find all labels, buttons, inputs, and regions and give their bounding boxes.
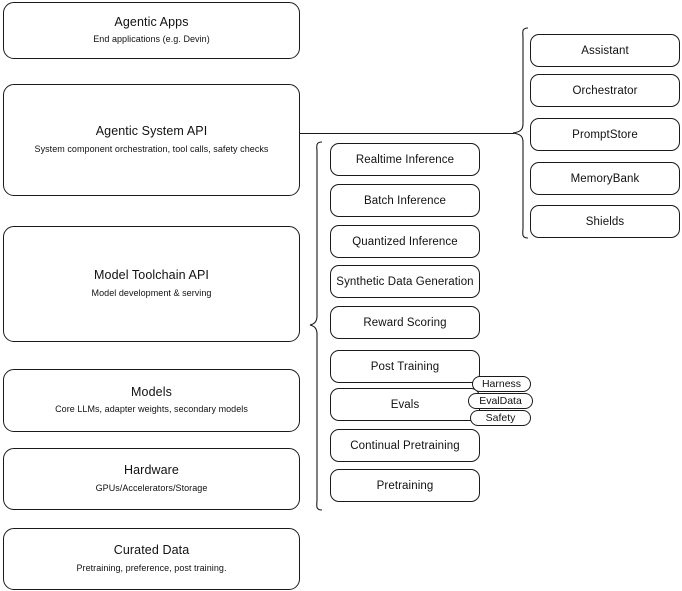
system-component-box[interactable]: Orchestrator [530,74,680,107]
toolchain-component-box[interactable]: Quantized Inference [330,225,480,258]
stack-layer-subtitle: Pretraining, preference, post training. [76,562,227,573]
stack-layer-title: Curated Data [113,543,190,558]
toolchain-component-box[interactable]: Continual Pretraining [330,429,480,462]
toolchain-component-box[interactable]: Synthetic Data Generation [330,265,480,298]
stack-layer-title: Hardware [124,463,179,478]
eval-badge[interactable]: EvalData [468,393,533,409]
toolchain-component-box[interactable]: Post Training [330,350,480,383]
toolchain-component-box[interactable]: Batch Inference [330,184,480,217]
stack-layer-subtitle: Core LLMs, adapter weights, secondary mo… [55,404,248,415]
stack-layer-subtitle: Model development & serving [91,287,212,298]
stack-layer-title: Models [131,384,172,399]
system-brace-connector [512,27,529,239]
stack-layer-box[interactable]: Model Toolchain API Model development & s… [3,226,300,342]
system-component-box[interactable]: Shields [530,205,680,238]
system-api-connector-line [300,133,514,134]
eval-badge[interactable]: Harness [472,376,531,392]
stack-layer-box[interactable]: Agentic System API System component orche… [3,84,300,196]
toolchain-brace-connector [309,141,323,511]
stack-layer-title: Model Toolchain API [94,268,209,283]
stack-layer-subtitle: System component orchestration, tool cal… [34,143,269,154]
stack-layer-title: Agentic System API [95,124,208,139]
toolchain-component-box[interactable]: Pretraining [330,469,480,502]
system-component-box[interactable]: PromptStore [530,118,680,151]
system-component-box[interactable]: MemoryBank [530,162,680,195]
eval-badge[interactable]: Safety [470,410,531,426]
stack-layer-subtitle: End applications (e.g. Devin) [93,34,210,45]
toolchain-component-box[interactable]: Realtime Inference [330,143,480,176]
stack-layer-subtitle: GPUs/Accelerators/Storage [95,482,208,493]
stack-layer-title: Agentic Apps [114,14,189,29]
toolchain-component-box[interactable]: Evals [330,388,480,421]
system-component-box[interactable]: Assistant [530,34,680,67]
toolchain-component-box[interactable]: Reward Scoring [330,306,480,339]
